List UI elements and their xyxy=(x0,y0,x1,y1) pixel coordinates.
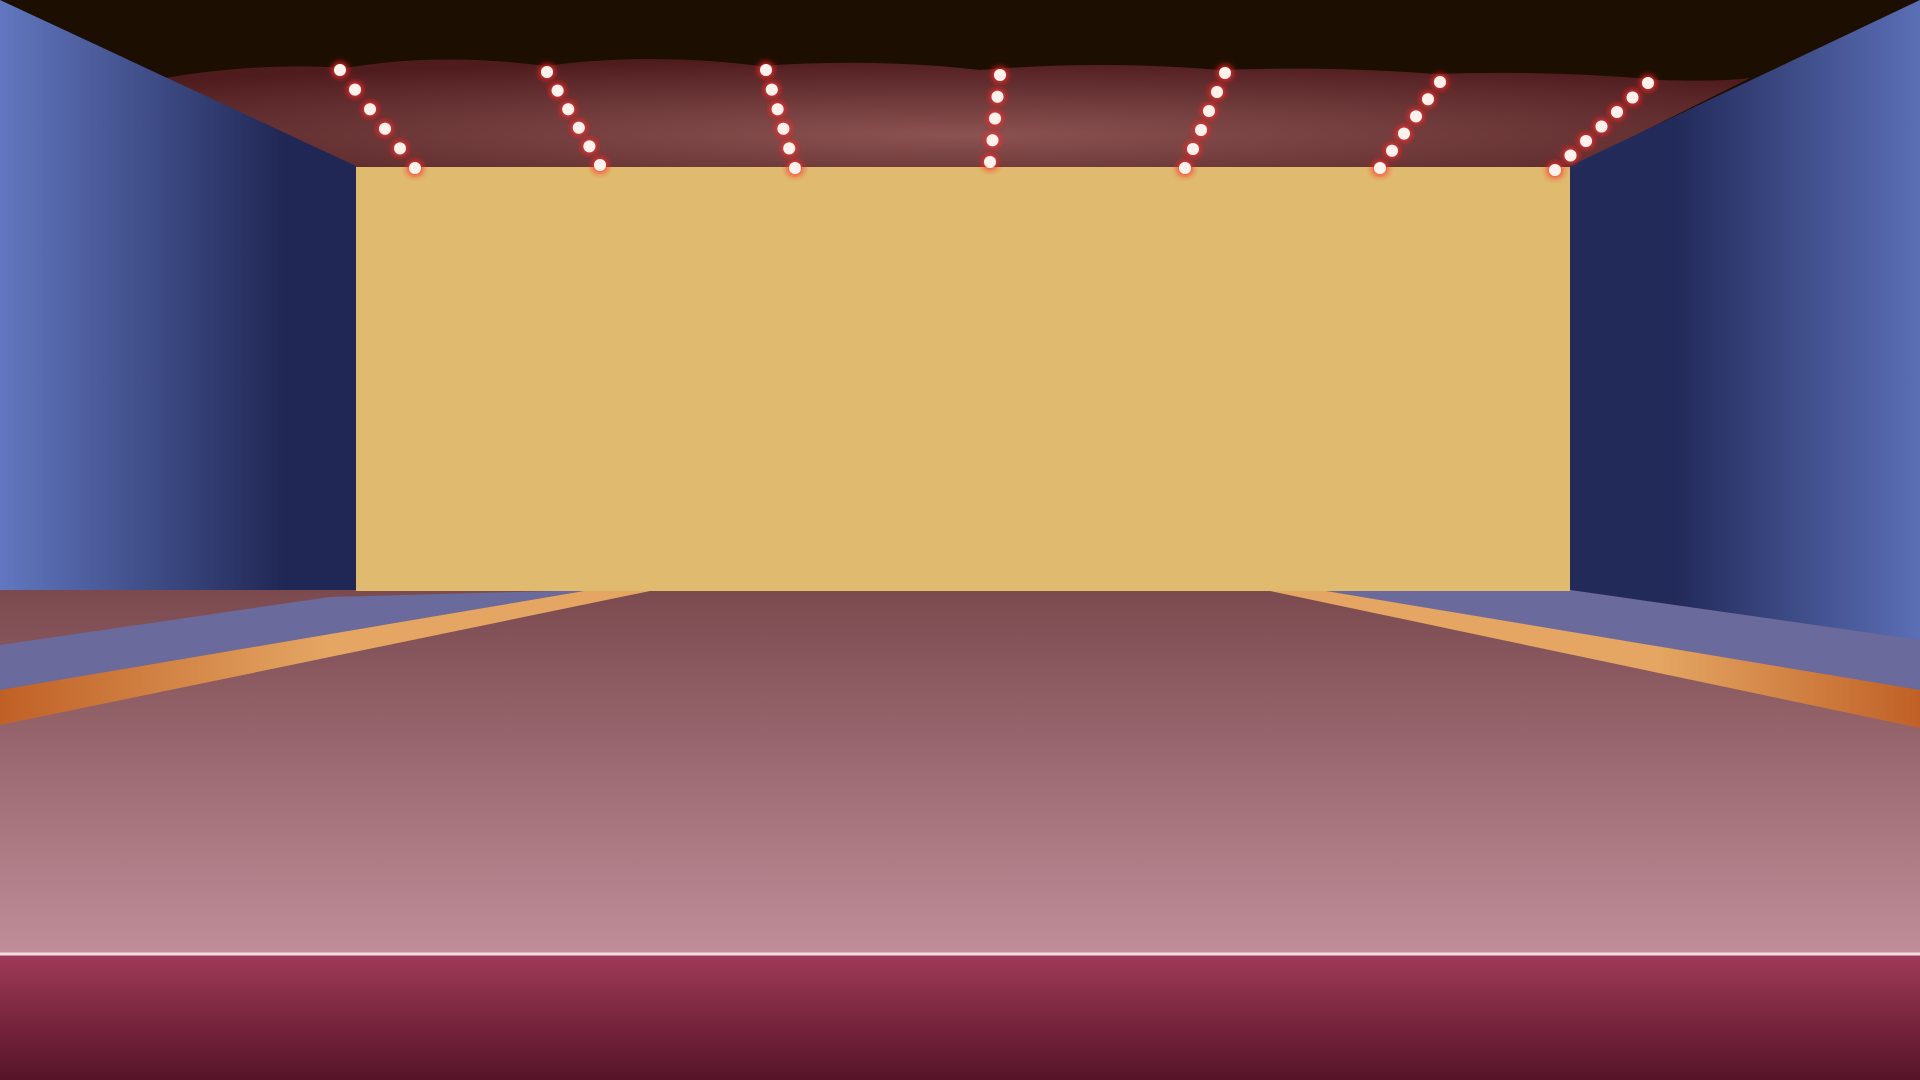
stage-front-edge xyxy=(0,954,1920,1080)
light-bulb xyxy=(789,162,801,174)
light-string-1 xyxy=(334,64,421,174)
light-bulb xyxy=(991,90,1004,103)
light-strings xyxy=(334,64,1654,176)
light-string-3 xyxy=(760,64,801,174)
light-bulb xyxy=(1434,76,1446,88)
light-bulb xyxy=(1642,77,1654,89)
stage-floor xyxy=(0,590,1920,956)
light-bulb xyxy=(994,69,1006,81)
light-bulb xyxy=(1203,105,1215,117)
light-bulb xyxy=(1386,144,1398,157)
light-bulb xyxy=(572,121,585,134)
light-bulb xyxy=(760,64,772,76)
light-bulb xyxy=(334,64,346,76)
light-string-7 xyxy=(1549,77,1654,176)
light-string-2 xyxy=(541,66,606,171)
left-wall xyxy=(0,0,356,645)
light-bulb xyxy=(1219,67,1231,79)
light-bulb xyxy=(394,142,406,155)
light-string-5 xyxy=(1179,67,1231,174)
light-bulb xyxy=(594,159,606,171)
left-orange-stripe xyxy=(0,590,655,725)
light-bulb xyxy=(986,134,999,147)
right-orange-stripe xyxy=(1265,590,1920,728)
light-bulb xyxy=(409,162,421,174)
light-bulb xyxy=(765,83,778,96)
light-bulb xyxy=(984,156,996,168)
light-bulb xyxy=(379,122,391,135)
light-bulb xyxy=(777,122,790,135)
light-bulb xyxy=(541,66,553,78)
light-bulb xyxy=(1422,93,1434,106)
light-bulb xyxy=(551,84,564,97)
light-bulb xyxy=(1398,127,1410,140)
light-bulb xyxy=(783,142,796,155)
light-string-6 xyxy=(1374,76,1446,174)
light-bulb xyxy=(989,112,1001,125)
light-bulb xyxy=(1564,149,1577,162)
light-bulb xyxy=(1549,164,1561,176)
light-bulb xyxy=(364,103,376,116)
light-bulb xyxy=(1179,162,1191,174)
light-bulb xyxy=(1595,120,1608,133)
light-bulb xyxy=(1410,110,1422,123)
light-bulb xyxy=(1187,143,1199,155)
light-bulb xyxy=(349,83,361,96)
light-bulb xyxy=(583,140,596,153)
light-bulb xyxy=(771,103,784,116)
light-bulb xyxy=(1195,124,1207,136)
light-bulb xyxy=(1611,106,1623,118)
light-bulb xyxy=(562,103,575,116)
light-bulb xyxy=(1580,135,1592,147)
light-string-4 xyxy=(984,69,1006,168)
backdrop-screen xyxy=(356,167,1570,591)
light-bulb xyxy=(1374,162,1386,174)
light-bulb xyxy=(1211,86,1223,98)
right-wall xyxy=(1570,0,1920,648)
light-bulb xyxy=(1626,91,1639,104)
